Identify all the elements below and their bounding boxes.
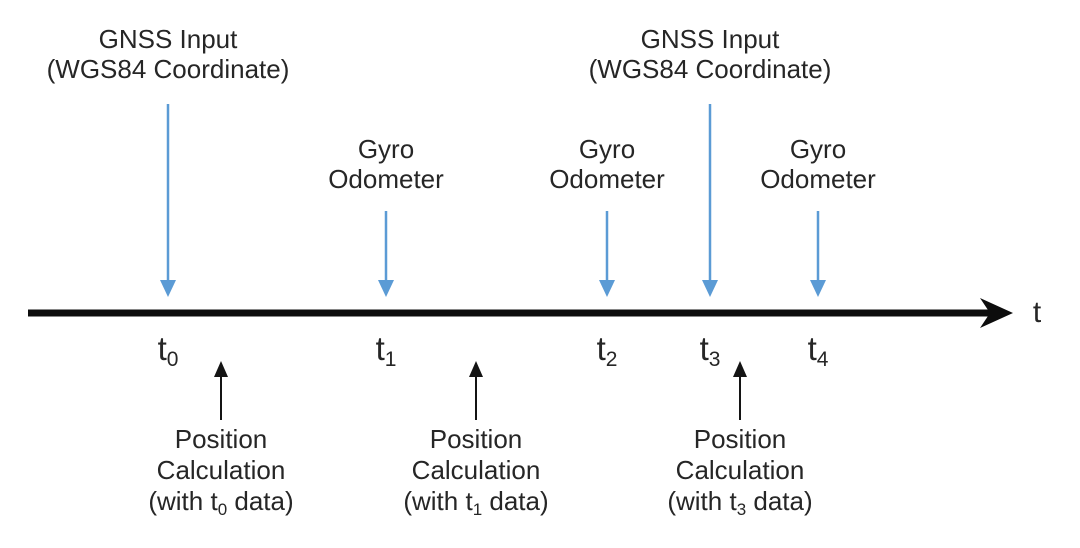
- event-down-arrowhead-icon: [702, 280, 718, 297]
- axis-arrowhead-icon: [980, 298, 1013, 328]
- event-down-arrowhead-icon: [599, 280, 615, 297]
- calc-up-arrowhead-icon: [469, 361, 483, 377]
- event-down-arrowhead-icon: [810, 280, 826, 297]
- event-down-arrowhead-icon: [160, 280, 176, 297]
- calc-up-arrowhead-icon: [733, 361, 747, 377]
- event-down-arrowhead-icon: [378, 280, 394, 297]
- calc-up-arrowhead-icon: [214, 361, 228, 377]
- time-axis-label: t: [1032, 296, 1042, 329]
